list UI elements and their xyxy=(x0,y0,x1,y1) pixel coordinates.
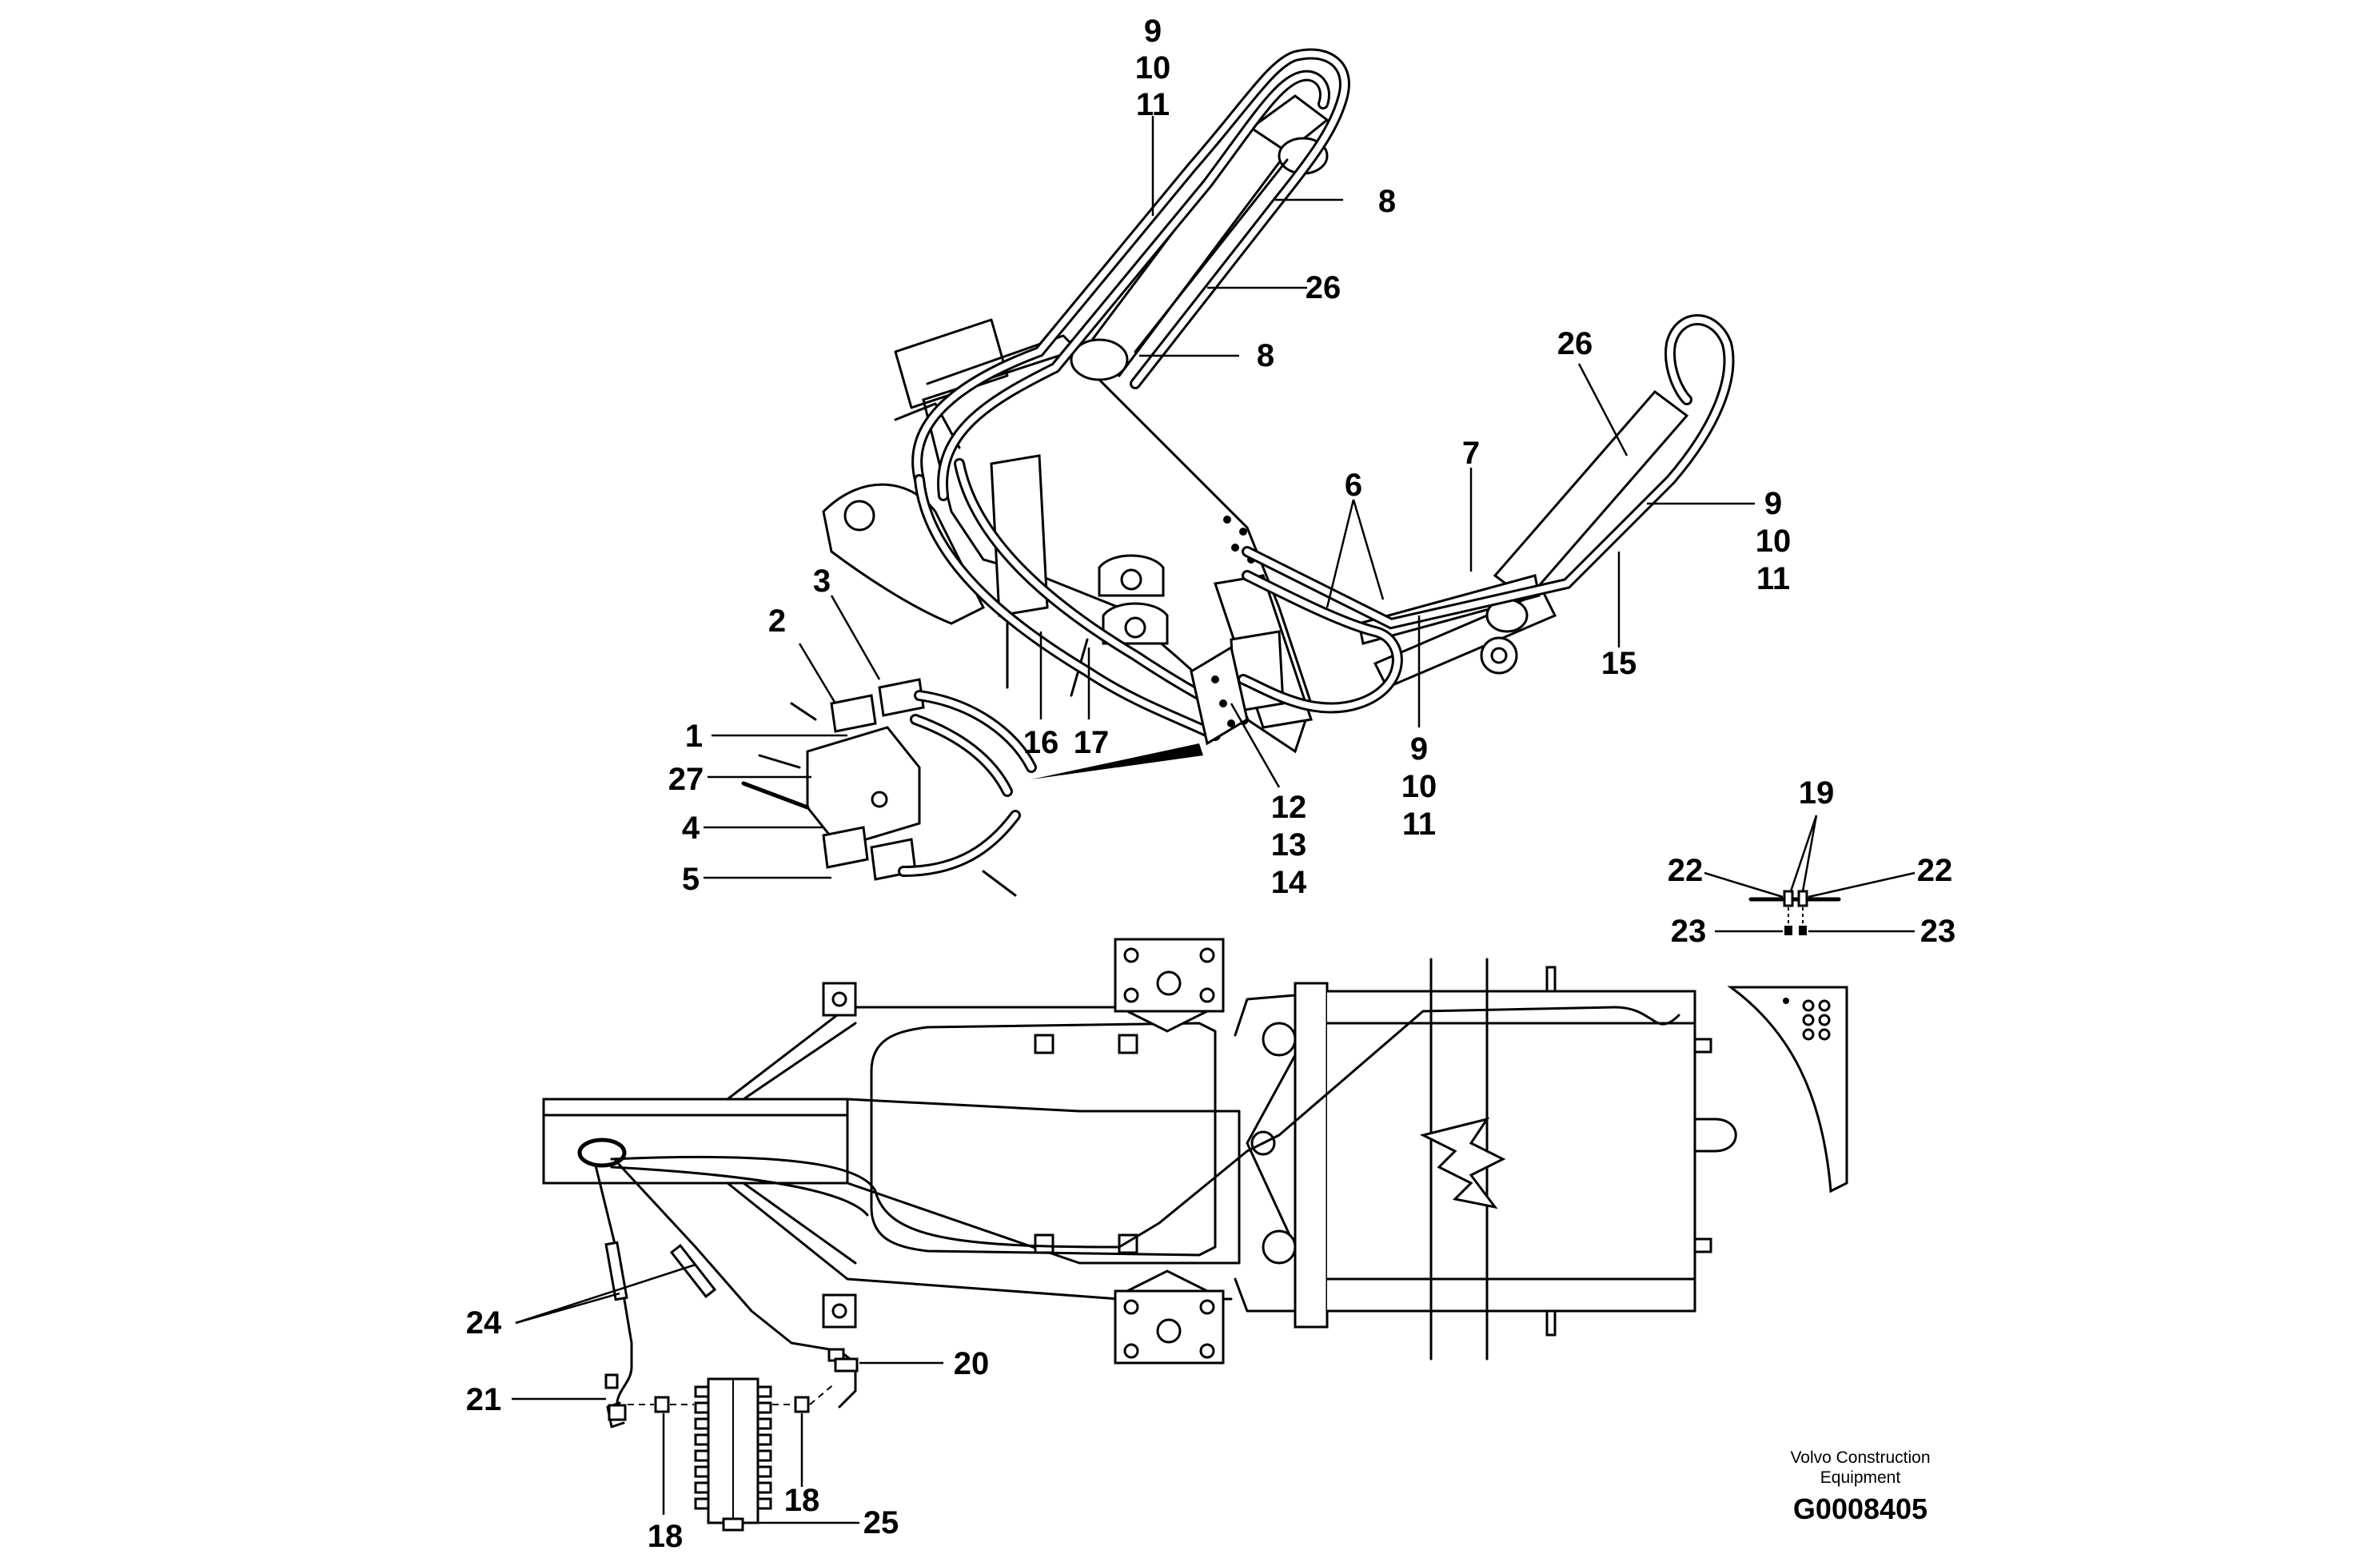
callout-17: 17 xyxy=(1074,725,1110,760)
caption-line1: Volvo Construction xyxy=(1790,1448,1930,1467)
callout-25: 25 xyxy=(863,1505,899,1540)
callout-18: 18 xyxy=(784,1483,820,1518)
callout-23: 23 xyxy=(1671,914,1707,949)
drawing-code: G0008405 xyxy=(1793,1492,1928,1525)
callout-19: 19 xyxy=(1799,775,1835,811)
callout-24: 24 xyxy=(466,1305,502,1341)
callout-27: 27 xyxy=(668,762,704,797)
callout-22: 22 xyxy=(1668,853,1704,888)
callout-4: 4 xyxy=(682,811,700,846)
lower-chassis xyxy=(542,938,1737,1428)
callout-11: 11 xyxy=(1136,87,1170,122)
left-hose-loop xyxy=(911,48,1350,741)
callout-16: 16 xyxy=(1023,725,1059,760)
callout-18: 18 xyxy=(648,1519,684,1554)
callout-1: 1 xyxy=(685,719,703,754)
callout-10: 10 xyxy=(1135,50,1171,86)
callout-10: 10 xyxy=(1401,769,1437,804)
clip-detail xyxy=(1748,890,1841,935)
callout-9: 9 xyxy=(1144,14,1162,49)
callout-11: 11 xyxy=(1756,561,1790,596)
callout-26: 26 xyxy=(1557,326,1593,361)
callout-13: 13 xyxy=(1271,827,1307,863)
callout-6: 6 xyxy=(1345,468,1362,503)
callout-5: 5 xyxy=(682,862,700,897)
callout-22: 22 xyxy=(1917,853,1953,888)
connector-block xyxy=(1031,645,1249,779)
fan-plate-detail xyxy=(1727,986,1848,1193)
callout-14: 14 xyxy=(1271,865,1307,900)
central-frame xyxy=(822,318,1313,754)
callout-12: 12 xyxy=(1271,790,1307,825)
caption-line2: Equipment xyxy=(1820,1468,1901,1487)
callout-26: 26 xyxy=(1306,270,1341,305)
callout-3: 3 xyxy=(813,564,831,599)
caption-block: Volvo Construction Equipment G0008405 xyxy=(1790,1448,1930,1525)
right-hydraulic-cylinder xyxy=(1357,389,1689,689)
upper-hydraulic-assembly xyxy=(741,48,1735,897)
right-hose-loop xyxy=(1238,314,1735,714)
leader-lines xyxy=(512,116,1916,1524)
callout-21: 21 xyxy=(466,1382,502,1417)
left-hydraulic-cylinder xyxy=(1070,94,1330,381)
callout-23: 23 xyxy=(1920,914,1956,949)
callout-20: 20 xyxy=(954,1346,990,1381)
callout-15: 15 xyxy=(1601,646,1637,681)
callout-10: 10 xyxy=(1756,524,1792,559)
callout-8: 8 xyxy=(1257,338,1274,373)
callout-8: 8 xyxy=(1378,184,1396,219)
valve-block xyxy=(741,678,1037,897)
callout-11: 11 xyxy=(1402,807,1436,842)
callout-9: 9 xyxy=(1410,731,1428,767)
callout-2: 2 xyxy=(768,604,786,639)
callout-labels: 9 10 11 8 26 8 26 6 7 9 10 11 15 3 2 1 2… xyxy=(466,14,1956,1554)
callout-7: 7 xyxy=(1462,436,1480,471)
callout-9: 9 xyxy=(1764,486,1782,521)
distribution-block xyxy=(628,1377,836,1532)
